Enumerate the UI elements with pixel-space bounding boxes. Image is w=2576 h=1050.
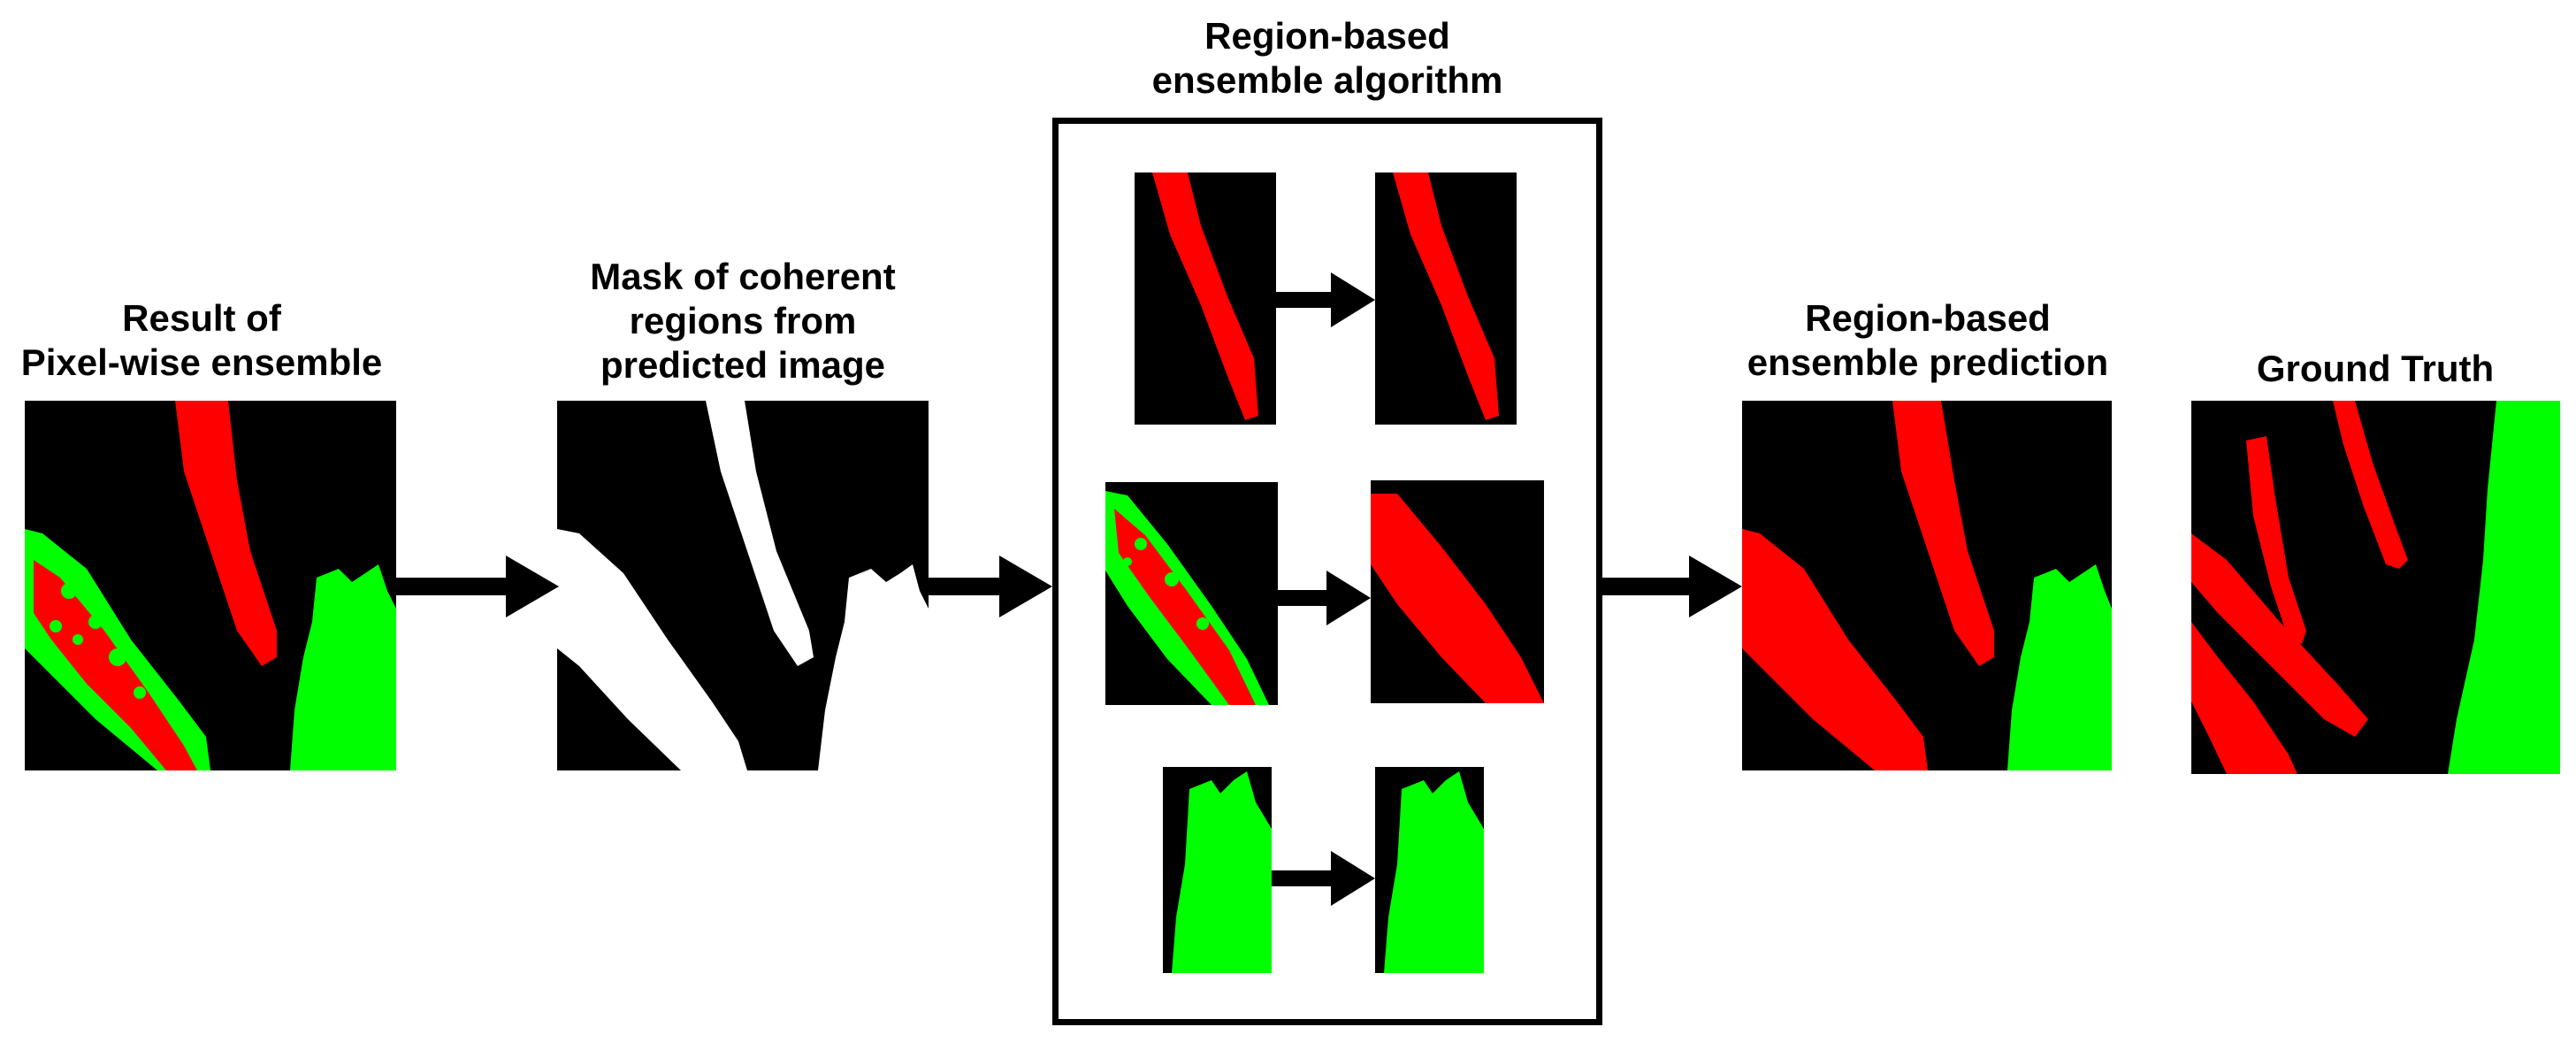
mixed-region-red (1114, 509, 1256, 705)
algo-row3-input-image (1163, 767, 1272, 973)
green-region (2007, 564, 2112, 770)
algo-row2-input-image (1105, 482, 1278, 705)
white-region-upper (706, 401, 814, 666)
red-region (1152, 172, 1258, 420)
arrow-right-icon (396, 556, 559, 617)
red-region-upper (2333, 401, 2408, 569)
red-region-diagonal-lower (2191, 622, 2297, 774)
label-pixel-wise-ensemble: Result of Pixel-wise ensemble (20, 297, 383, 383)
red-region-short (2246, 436, 2306, 644)
green-region (2448, 401, 2560, 774)
region-based-prediction-image (1742, 401, 2112, 770)
label-mask-coherent-regions: Mask of coherent regions from predicted … (590, 256, 896, 386)
red-region-diagonal-main (2191, 533, 2368, 737)
algo-row1-input-image (1135, 172, 1276, 425)
red-region (1393, 172, 1499, 420)
red-region-upper (1892, 401, 1994, 666)
green-region (290, 564, 396, 770)
label-ground-truth: Ground Truth (2256, 348, 2495, 389)
green-region (1172, 771, 1272, 973)
coherent-regions-mask-image (557, 401, 929, 770)
white-region-diagonal (557, 529, 747, 770)
arrow-right-icon (929, 556, 1052, 617)
arrow-right-icon (1272, 851, 1375, 906)
ground-truth-image (2191, 401, 2560, 774)
red-region-diagonal (1742, 529, 1928, 770)
red-region (1371, 494, 1544, 703)
algo-row1-output-image (1375, 172, 1517, 425)
label-region-based-prediction: Region-based ensemble prediction (1747, 297, 2109, 383)
algo-row2-output-image (1371, 480, 1544, 703)
arrow-right-icon (1602, 556, 1742, 617)
red-region (175, 401, 277, 666)
pixel-wise-result-image (25, 401, 396, 770)
label-region-based-algorithm: Region-based ensemble algorithm (1151, 15, 1503, 101)
green-region (1384, 771, 1484, 973)
arrow-right-icon (1278, 571, 1371, 625)
white-region-right (818, 564, 929, 770)
arrow-right-icon (1276, 272, 1375, 327)
algo-row3-output-image (1375, 767, 1484, 973)
